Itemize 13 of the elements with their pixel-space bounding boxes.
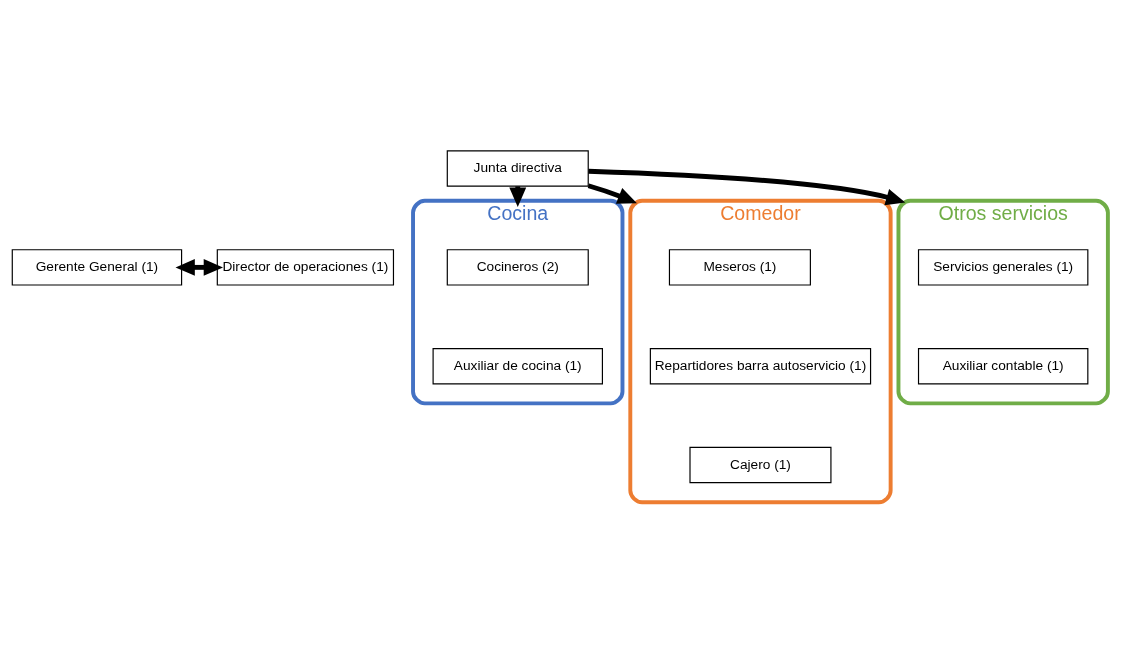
node-box: Auxiliar contable (1) bbox=[917, 347, 1089, 384]
node-box: Auxiliar de cocina (1) bbox=[432, 347, 603, 384]
node-box: Servicios generales (1) bbox=[917, 248, 1089, 286]
node-box: Cajero (1) bbox=[689, 446, 832, 483]
arrow bbox=[587, 182, 637, 204]
node-box: Repartidores barra autoservicio (1) bbox=[649, 347, 872, 384]
arrow bbox=[588, 168, 906, 205]
node-box: Director de operaciones (1) bbox=[216, 248, 395, 286]
node-box: Junta directiva bbox=[446, 149, 589, 187]
node-box: Gerente General (1) bbox=[11, 248, 183, 286]
node-box: Cocineros (2) bbox=[446, 248, 589, 286]
arrow bbox=[175, 258, 223, 276]
node-box: Meseros (1) bbox=[668, 248, 811, 286]
